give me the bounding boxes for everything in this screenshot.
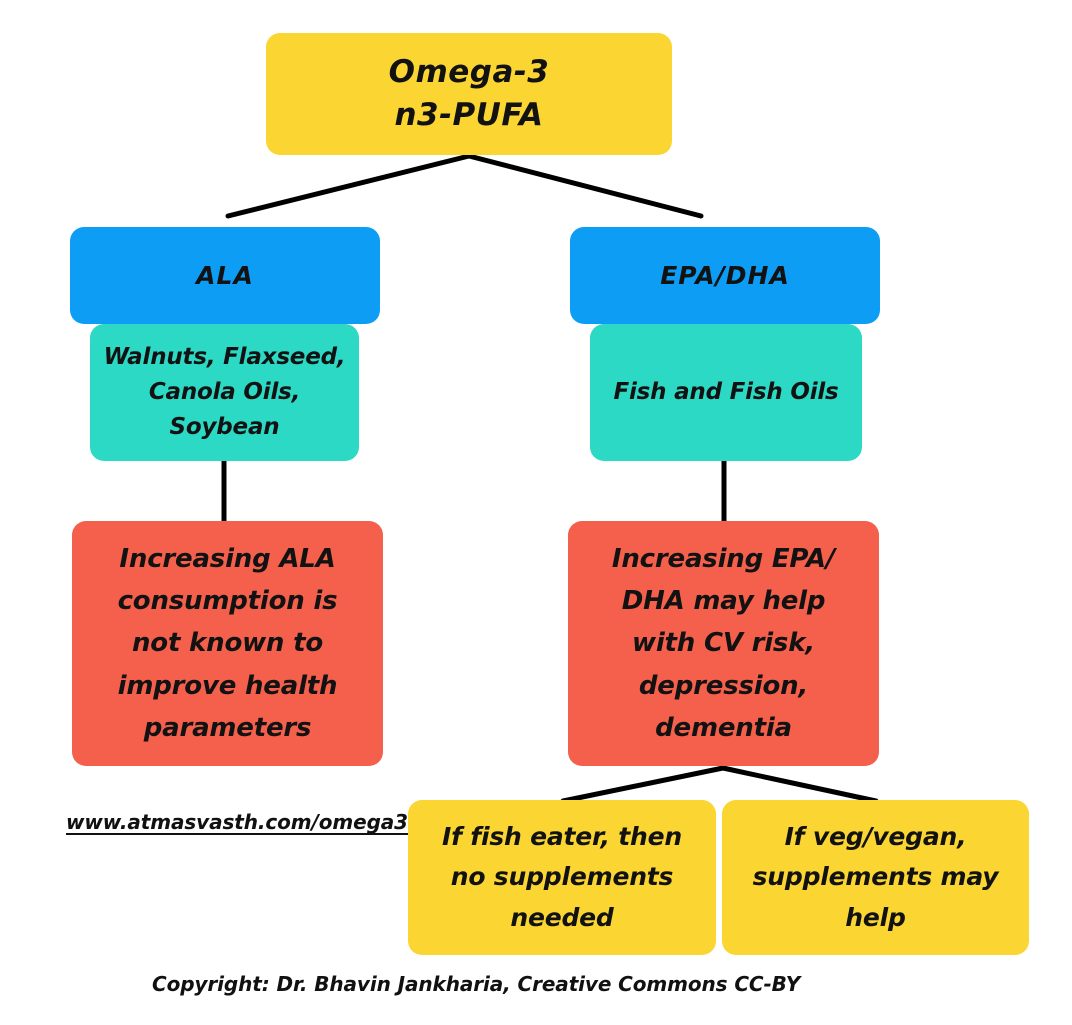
node-veg-vegan-line2: supplements may	[752, 862, 999, 892]
node-ala-effect-line1: Increasing ALA	[119, 544, 336, 575]
copyright-notice: Copyright: Dr. Bhavin Jankharia, Creativ…	[152, 972, 801, 996]
node-fish-eater-line3: needed	[510, 902, 614, 932]
source-url-link[interactable]: www.atmasvasth.com/omega3	[66, 810, 408, 834]
node-epa-dha-effect-line1: Increasing EPA/	[611, 544, 836, 575]
connector-effect-to-fish-eater	[560, 765, 726, 804]
node-ala-effect-line4: improve health	[117, 670, 338, 701]
node-epa-dha-effect-line3: with CV risk,	[632, 628, 815, 659]
node-fish-eater-line1: If fish eater, then	[442, 821, 682, 851]
node-ala-sources-line2: Canola Oils,	[148, 379, 301, 406]
node-veg-vegan-advice: If veg/vegan, supplements may help	[722, 800, 1029, 955]
node-ala-sources-line1: Walnuts, Flaxseed,	[103, 344, 346, 371]
connector-effect-to-veg-vegan	[720, 765, 879, 804]
node-ala-label: ALA	[196, 260, 254, 290]
node-ala-sources: Walnuts, Flaxseed, Canola Oils, Soybean	[90, 324, 359, 461]
node-ala-effect-line2: consumption is	[117, 586, 338, 617]
node-ala-effect-line5: parameters	[143, 712, 312, 743]
node-epa-dha-effect-line5: dementia	[655, 712, 792, 743]
node-omega3-root: Omega-3 n3-PUFA	[266, 33, 672, 155]
node-epa-dha-effect-line4: depression,	[638, 670, 809, 701]
node-epa-dha: EPA/DHA	[570, 227, 880, 324]
node-veg-vegan-line3: help	[845, 902, 906, 932]
node-epa-dha-effect-line2: DHA may help	[621, 586, 826, 617]
node-epa-dha-sources-line1: Fish and Fish Oils	[613, 378, 839, 405]
node-epa-dha-effect: Increasing EPA/ DHA may help with CV ris…	[568, 521, 879, 766]
node-omega3-root-line2: n3-PUFA	[394, 97, 544, 133]
node-epa-dha-sources: Fish and Fish Oils	[590, 324, 862, 461]
node-fish-eater-line2: no supplements	[450, 862, 674, 892]
node-veg-vegan-line1: If veg/vegan,	[784, 821, 967, 851]
node-ala-effect-line3: not known to	[132, 628, 323, 659]
node-fish-eater-advice: If fish eater, then no supplements neede…	[408, 800, 716, 955]
connector-root-to-ala	[225, 153, 472, 219]
node-ala: ALA	[70, 227, 380, 324]
node-epa-dha-label: EPA/DHA	[660, 260, 790, 290]
node-ala-sources-line3: Soybean	[169, 413, 280, 440]
node-ala-effect: Increasing ALA consumption is not known …	[72, 521, 383, 766]
node-omega3-root-line1: Omega-3	[388, 54, 550, 91]
connector-root-to-epadha	[466, 153, 704, 219]
